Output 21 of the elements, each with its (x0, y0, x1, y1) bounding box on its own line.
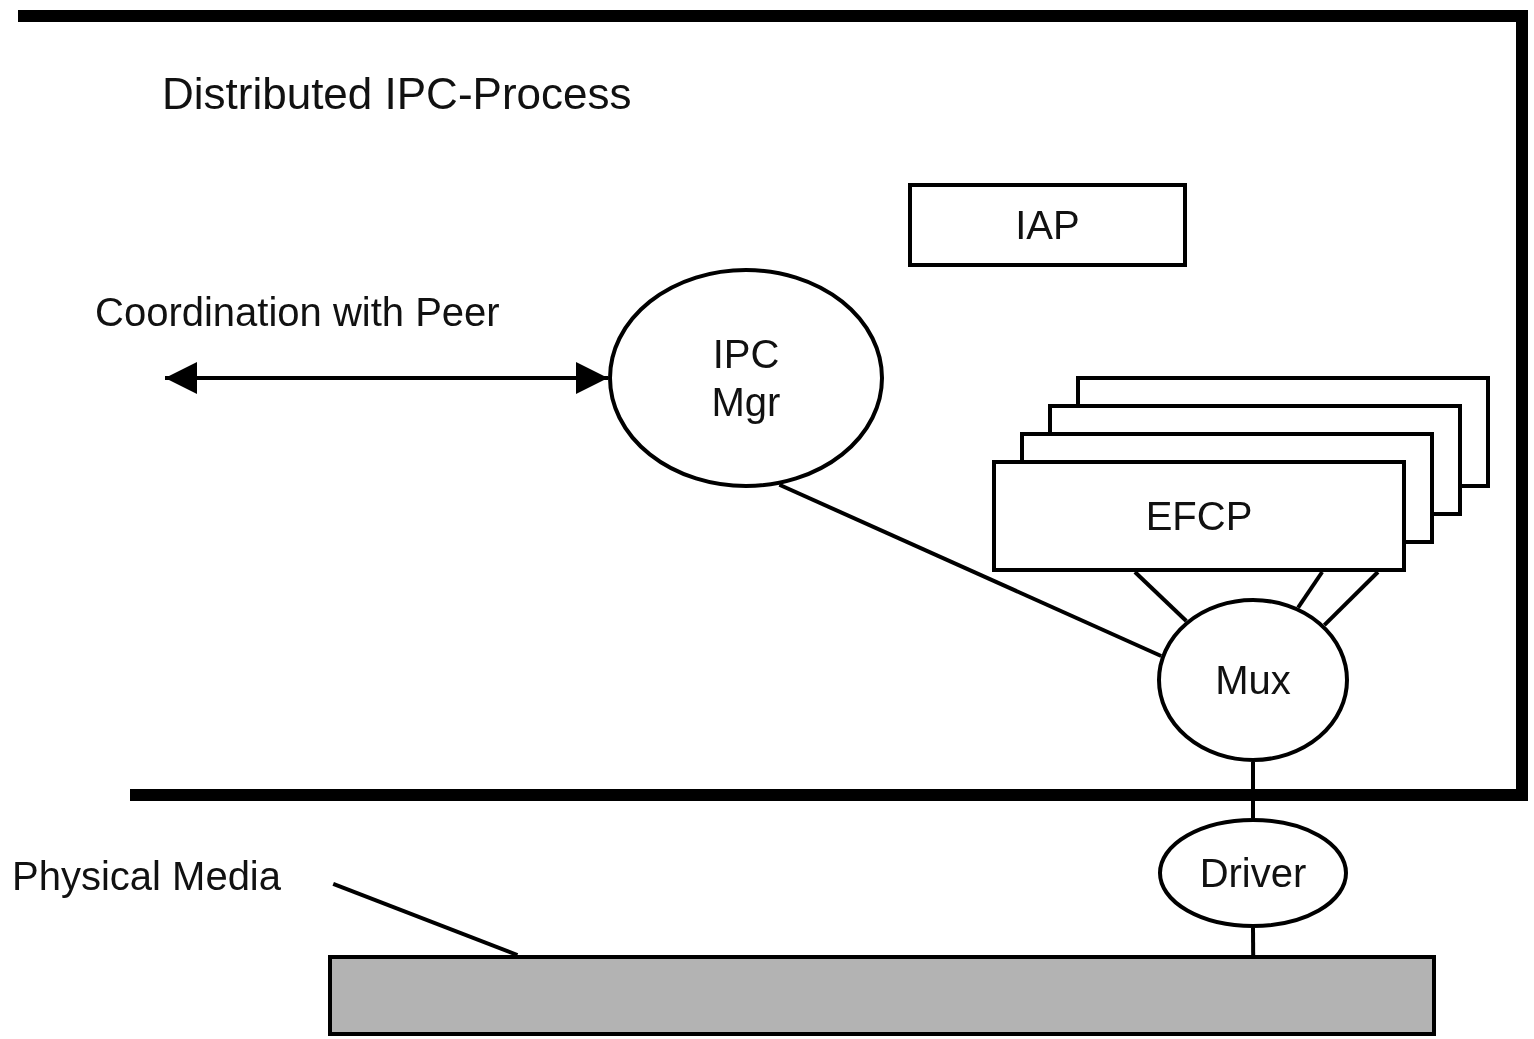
node-label: IPC Mgr (710, 331, 782, 426)
physical-media-bar (328, 955, 1436, 1036)
double-arrow (165, 362, 608, 394)
process-ellipse (608, 268, 884, 488)
node-label: Mux (1215, 657, 1291, 704)
node-label: IAP (1015, 202, 1080, 249)
process-ellipse (1157, 598, 1349, 762)
node-label: EFCP (1145, 493, 1253, 540)
connector-line (1296, 570, 1324, 609)
node-label: Driver (1199, 850, 1307, 897)
connector-line (1251, 762, 1255, 818)
process-ellipse (1158, 818, 1348, 928)
connector-line (1251, 928, 1256, 955)
connector-line (1133, 570, 1188, 623)
process-box (908, 183, 1187, 267)
connector-line (1322, 570, 1380, 627)
stacked-boxes (992, 377, 1490, 572)
connector-line (332, 881, 519, 957)
connector-line (778, 482, 1163, 658)
frame-heading: Distributed IPC-Process (162, 68, 632, 120)
text-label: Physical Media (12, 853, 281, 900)
